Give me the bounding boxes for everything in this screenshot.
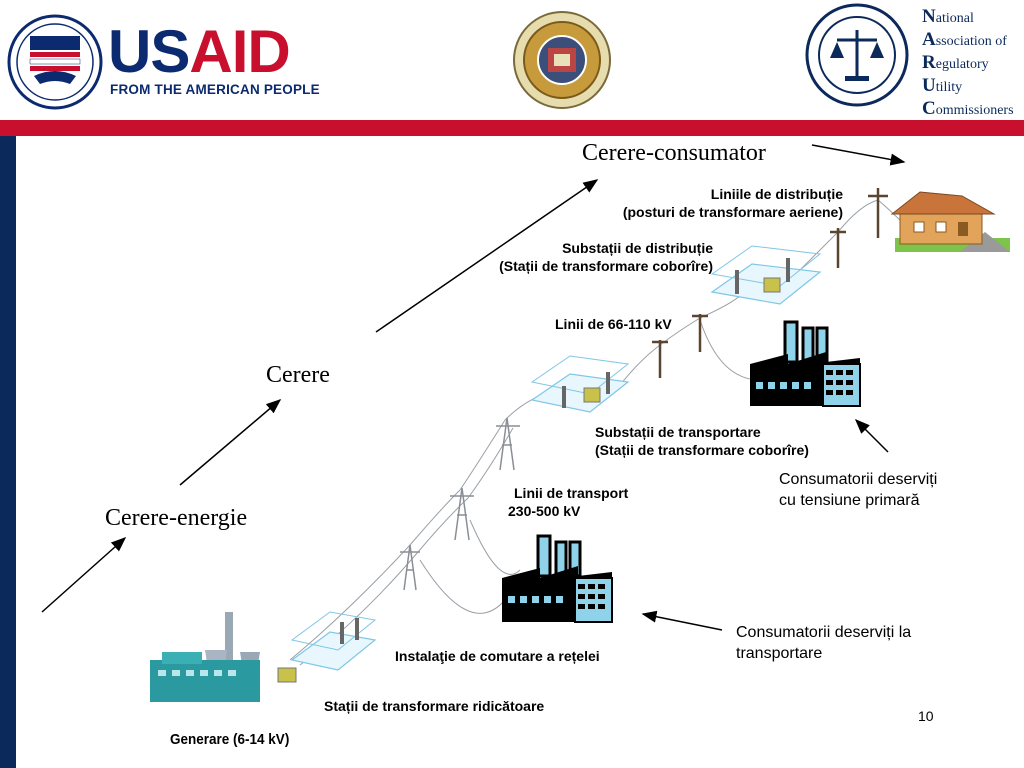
distribution-lines-label: Liniile de distribuție (posturi de trans… (560, 185, 843, 221)
transmission-consumers-line1: Consumatorii deserviți la (736, 624, 912, 641)
distribution-lines-line1: Liniile de distribuție (710, 186, 843, 202)
switching-station-label: Instalaţie de comutare a rețelei (395, 648, 600, 664)
house-icon (890, 191, 1010, 252)
page-number: 10 (918, 708, 934, 724)
naruc-line: Utility (922, 75, 963, 96)
primary-consumers-line2: cu tensiune primară (779, 492, 920, 509)
transmission-substations-label: Substații de transportare (Stații de tra… (595, 423, 809, 459)
missouri-commission-seal-icon (513, 11, 611, 109)
lines-66-110-label: Linii de 66-110 kV (555, 316, 672, 332)
distribution-lines-line2: (posturi de transformare aeriene) (622, 204, 843, 220)
arrow-consumer (375, 179, 599, 333)
power-plant-icon (150, 612, 260, 702)
transmission-substations-line2: (Stații de transformare coborîre) (595, 442, 809, 458)
arrow-transmission-consumers (641, 610, 723, 631)
generation-label: Generare (6-14 kV) (170, 731, 290, 748)
naruc-wordmark: National Association of Regulatory Utili… (922, 6, 1014, 121)
header-red-bar (0, 120, 1024, 136)
wooden-pole-icon (652, 188, 888, 378)
primary-consumers-line1: Consumatorii deserviți (779, 471, 938, 488)
demand-label: Cerere (266, 362, 330, 388)
naruc-seal-icon (805, 3, 909, 107)
step-up-substation-icon (277, 611, 377, 683)
demand-energy-label: Cerere-energie (105, 505, 248, 531)
transmission-consumers-label: Consumatorii deserviți la transportare (736, 622, 911, 664)
distribution-substations-line2: (Stații de transformare coborîre) (499, 258, 713, 274)
transmission-tower-icon (400, 417, 520, 591)
factory-primary-consumer-icon (750, 320, 861, 407)
transmission-substations-line1: Substații de transportare (595, 424, 761, 440)
arrow-demand (179, 399, 282, 486)
distribution-substations-label: Substații de distribuție (Stații de tran… (430, 239, 713, 275)
step-up-stations-label: Stații de transformare ridicătoare (324, 698, 545, 714)
arrow-primary-consumers (854, 418, 889, 453)
arrow-energy (41, 537, 127, 613)
transmission-substation-icon (530, 355, 630, 413)
usaid-wordmark: USAID (108, 22, 291, 82)
transmission-consumers-line2: transportare (736, 645, 823, 662)
transmission-lines-label: Linii de transport 230-500 kV (508, 484, 628, 520)
usaid-tagline: FROM THE AMERICAN PEOPLE (110, 82, 320, 97)
naruc-line: Association of (922, 29, 1007, 50)
naruc-line: National (922, 6, 974, 27)
transmission-lines-line1: Linii de transport (514, 485, 629, 501)
factory-transmission-consumer-icon (502, 534, 613, 623)
distribution-substation-icon (710, 245, 822, 305)
primary-consumers-label: Consumatorii deserviți cu tensiune prima… (779, 469, 937, 511)
arrow-to-house (811, 144, 906, 166)
transmission-lines-line2: 230-500 kV (508, 503, 581, 519)
usaid-us: US (108, 18, 190, 85)
demand-consumer-label: Cerere-consumator (582, 140, 766, 166)
left-navy-bar (0, 136, 16, 768)
usaid-seal-icon (7, 14, 103, 110)
naruc-line: Commissioners (922, 98, 1014, 119)
distribution-substations-line1: Substații de distribuție (562, 240, 713, 256)
usaid-aid: AID (189, 18, 290, 85)
naruc-line: Regulatory (922, 52, 989, 73)
